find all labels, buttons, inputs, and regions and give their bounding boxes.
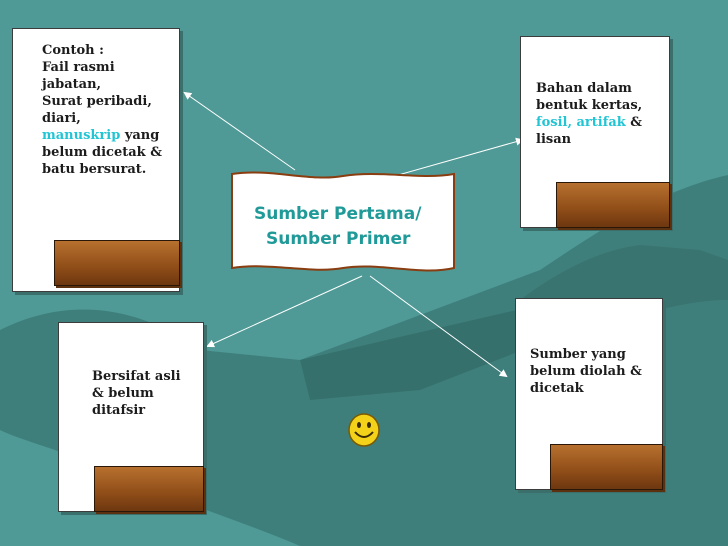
note-top-left-tab xyxy=(54,240,180,286)
arrow-bottom-left xyxy=(206,275,363,348)
highlight-manuskrip: manuskrip xyxy=(42,128,121,143)
arrow-bottom-right xyxy=(369,275,508,378)
smiley-icon xyxy=(348,413,380,447)
note-bottom-left-text: Bersifat asli & belum ditafsir xyxy=(92,369,181,418)
center-title-line1: Sumber Pertama/ xyxy=(254,204,422,224)
note-top-right-tab xyxy=(556,182,670,228)
arrow-top-left xyxy=(183,91,296,171)
center-banner xyxy=(231,171,455,272)
note-top-right-text: Bahan dalam bentuk kertas, fosil, artifa… xyxy=(536,81,643,147)
center-title-line2: Sumber Primer xyxy=(266,229,411,249)
highlight-fosil-artifak: fosil, artifak xyxy=(536,115,626,130)
center-title: Sumber Pertama/ Sumber Primer xyxy=(254,202,464,252)
note-bottom-left-tab xyxy=(94,466,204,512)
note-bottom-right-text: Sumber yang belum diolah & dicetak xyxy=(530,347,642,396)
note-bottom-right-tab xyxy=(550,444,663,490)
note-top-left-text: Contoh : Fail rasmi jabatan, Surat perib… xyxy=(42,43,162,177)
